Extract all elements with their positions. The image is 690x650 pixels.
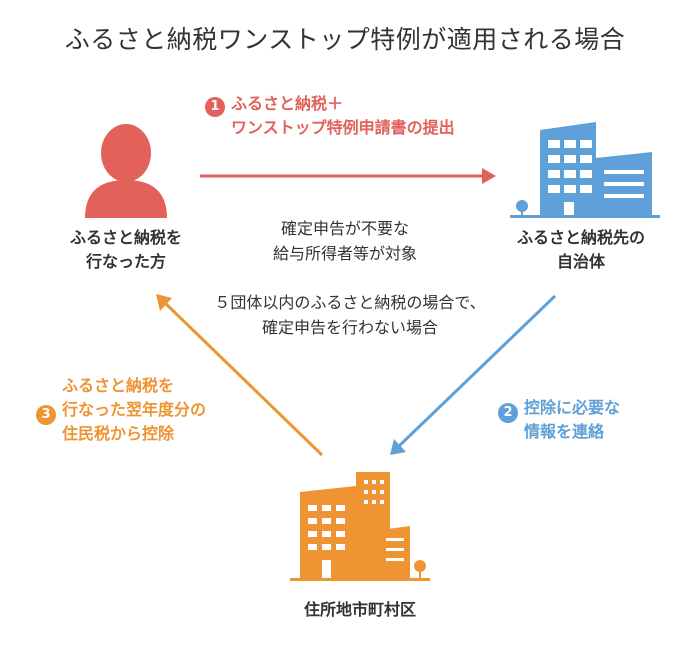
condition-note: ５団体以内のふるさと納税の場合で、 確定申告を行わない場合 bbox=[185, 290, 515, 340]
step-2-line2: 情報を連絡 bbox=[524, 422, 605, 441]
step-1-line1: ふるさと納税＋ bbox=[231, 94, 344, 113]
step-1-number-badge: 1 bbox=[205, 97, 225, 117]
step-3-line3: 住民税から控除 bbox=[62, 424, 175, 443]
step-3-text: ふるさと納税を 行なった翌年度分の 住民税から控除 bbox=[62, 374, 252, 446]
step-2-number-badge: 2 bbox=[498, 403, 518, 423]
municipality-label-line2: 自治体 bbox=[556, 252, 605, 271]
donor-label-line2: 行なった方 bbox=[85, 252, 166, 271]
diagram-title: ふるさと納税ワンストップ特例が適用される場合 bbox=[64, 25, 626, 54]
arrow-deduction bbox=[156, 294, 324, 457]
step-2-line1: 控除に必要な bbox=[524, 398, 621, 417]
step-1-line2: ワンストップ特例申請書の提出 bbox=[231, 118, 455, 137]
target-note-line1: 確定申告が不要な bbox=[280, 219, 409, 238]
municipality-label: ふるさと納税先の 自治体 bbox=[496, 226, 666, 274]
city-buildings-icon bbox=[290, 472, 430, 581]
target-note: 確定申告が不要な 給与所得者等が対象 bbox=[245, 216, 445, 266]
office-building-icon bbox=[510, 122, 660, 218]
step-3-line1: ふるさと納税を bbox=[62, 376, 175, 395]
step-1-text: ふるさと納税＋ ワンストップ特例申請書の提出 bbox=[231, 92, 511, 140]
step-3-line2: 行なった翌年度分の bbox=[62, 400, 207, 419]
municipality-label-line1: ふるさと納税先の bbox=[516, 228, 645, 247]
donor-label-line1: ふるさと納税を bbox=[69, 228, 182, 247]
residence-label: 住所地市町村区 bbox=[303, 600, 416, 619]
step-3-number-badge: 3 bbox=[36, 405, 56, 425]
step-2-text: 控除に必要な 情報を連絡 bbox=[524, 396, 674, 444]
arrow-notification bbox=[390, 294, 557, 455]
condition-note-line1: ５団体以内のふるさと納税の場合で、 bbox=[214, 293, 486, 312]
condition-note-line2: 確定申告を行わない場合 bbox=[261, 318, 438, 337]
arrow-submission bbox=[200, 168, 496, 184]
donor-label: ふるさと納税を 行なった方 bbox=[46, 226, 206, 274]
person-icon bbox=[85, 124, 167, 218]
target-note-line2: 給与所得者等が対象 bbox=[272, 244, 417, 263]
